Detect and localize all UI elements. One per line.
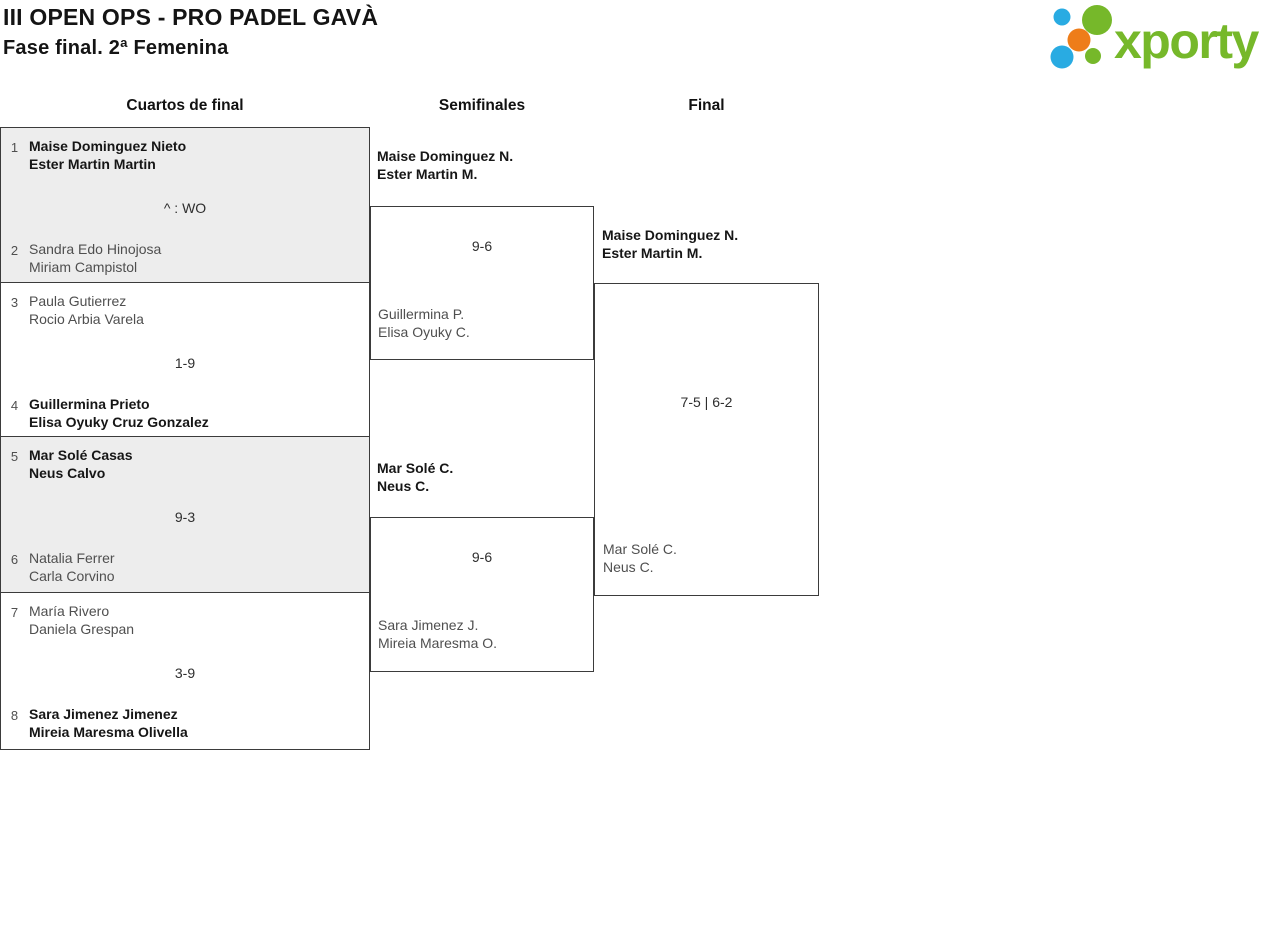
team-names: Paula Gutierrez Rocio Arbia Varela xyxy=(29,293,144,327)
quarterfinal-match-4: 7 María Rivero Daniela Grespan 3-9 8 Sar… xyxy=(0,593,370,750)
team-entry-seed1: 1 Maise Dominguez Nieto Ester Martin Mar… xyxy=(9,137,186,173)
final-top-team-label: Maise Dominguez N. Ester Martin M. xyxy=(602,227,739,261)
semifinal-match-1: 9-6 Guillermina P. Elisa Oyuky C. xyxy=(370,206,594,360)
quarterfinal-match-3: 5 Mar Solé Casas Neus Calvo 9-3 6 Natali… xyxy=(0,437,370,593)
seed-number: 6 xyxy=(10,552,19,567)
seed-number: 1 xyxy=(10,140,19,155)
team-entry-seed4: 4 Guillermina Prieto Elisa Oyuky Cruz Go… xyxy=(9,395,209,431)
xporty-logo[interactable]: xporty xyxy=(1048,2,1276,72)
seed-number: 2 xyxy=(10,243,19,258)
team-names: María Rivero Daniela Grespan xyxy=(29,603,135,637)
semifinal2-loser-label: Sara Jimenez J. Mireia Maresma O. xyxy=(378,617,498,651)
team-names: Natalia Ferrer Carla Corvino xyxy=(29,550,115,584)
semifinal1-winner-label: Maise Dominguez N. Ester Martin M. xyxy=(377,148,514,182)
xporty-logo-graphic: xporty xyxy=(1050,5,1261,69)
xporty-logo-dots-icon xyxy=(1050,5,1112,69)
team-names: Guillermina Prieto Elisa Oyuky Cruz Gonz… xyxy=(29,396,209,430)
seed-number: 4 xyxy=(10,398,19,413)
match-score: 3-9 xyxy=(174,665,196,681)
team-names: Mar Solé Casas Neus Calvo xyxy=(29,447,133,481)
semifinal1-loser-label: Guillermina P. Elisa Oyuky C. xyxy=(378,306,470,340)
seed-number: 7 xyxy=(10,605,19,620)
seed-number: 3 xyxy=(10,295,19,310)
match-score: 1-9 xyxy=(174,355,196,371)
team-names: Maise Dominguez Nieto Ester Martin Marti… xyxy=(29,138,187,172)
team-entry-seed3: 3 Paula Gutierrez Rocio Arbia Varela xyxy=(9,292,144,328)
team-entry-seed2: 2 Sandra Edo Hinojosa Miriam Campistol xyxy=(9,240,161,276)
final-bottom-team-label: Mar Solé C. Neus C. xyxy=(603,541,677,575)
match-score: 9-3 xyxy=(174,509,196,525)
match-score: 9-6 xyxy=(471,549,493,565)
team-names: Sara Jimenez Jimenez Mireia Maresma Oliv… xyxy=(29,706,188,740)
final-match: 7-5 | 6-2 Mar Solé C. Neus C. xyxy=(594,283,819,596)
quarterfinal-match-2: 3 Paula Gutierrez Rocio Arbia Varela 1-9… xyxy=(0,283,370,437)
semifinal2-winner-label: Mar Solé C. Neus C. xyxy=(377,460,454,494)
team-names: Sandra Edo Hinojosa Miriam Campistol xyxy=(29,241,162,275)
semifinal-match-2: 9-6 Sara Jimenez J. Mireia Maresma O. xyxy=(370,517,594,672)
page-title: III OPEN OPS - PRO PADEL GAVÀ xyxy=(3,4,379,30)
match-score: ^ : WO xyxy=(163,200,207,216)
team-entry-seed5: 5 Mar Solé Casas Neus Calvo xyxy=(9,446,133,482)
team-entry-seed8: 8 Sara Jimenez Jimenez Mireia Maresma Ol… xyxy=(9,705,188,741)
xporty-logo-text: xporty xyxy=(1114,13,1260,69)
page-subtitle: Fase final. 2ª Femenina xyxy=(3,37,229,59)
match-score: 9-6 xyxy=(471,238,493,254)
quarterfinal-match-1: 1 Maise Dominguez Nieto Ester Martin Mar… xyxy=(0,127,370,283)
seed-number: 5 xyxy=(10,449,19,464)
team-entry-seed6: 6 Natalia Ferrer Carla Corvino xyxy=(9,549,115,585)
final-score: 7-5 | 6-2 xyxy=(680,394,733,410)
column-header-final: Final xyxy=(688,97,725,114)
column-header-quarterfinals: Cuartos de final xyxy=(126,97,244,114)
team-entry-seed7: 7 María Rivero Daniela Grespan xyxy=(9,602,134,638)
seed-number: 8 xyxy=(10,708,19,723)
column-header-semifinals: Semifinales xyxy=(438,97,526,114)
